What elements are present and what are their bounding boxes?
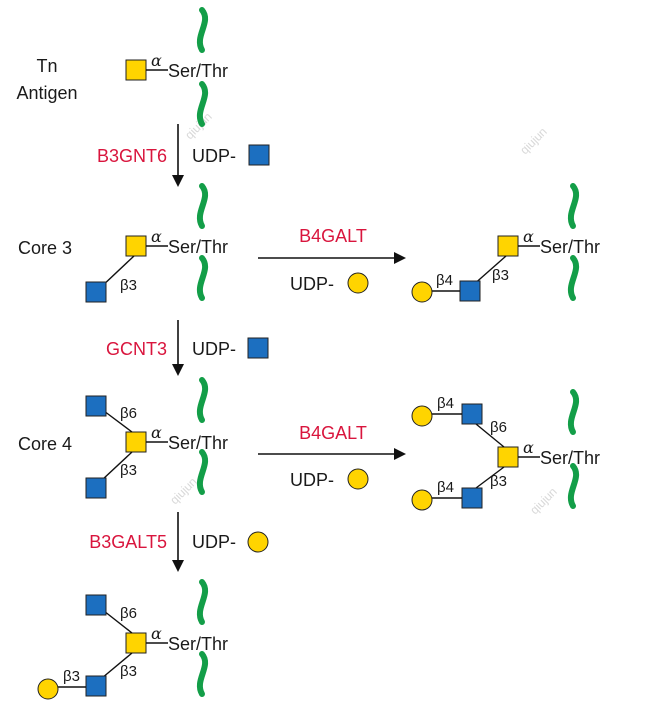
watermark: qiujun xyxy=(517,125,550,158)
bond-line xyxy=(101,451,133,481)
galactose-circle-icon xyxy=(411,489,433,511)
galactose-circle-icon xyxy=(347,468,369,490)
ser-thr-label: Ser/Thr xyxy=(540,448,600,468)
beta6-linkage-label: β6 xyxy=(120,605,137,622)
beta3-linkage-label: β3 xyxy=(120,462,137,479)
bond-line xyxy=(475,466,505,489)
beta3-linkage-label: β3 xyxy=(63,668,80,685)
enzyme-label-gcnt3: GCNT3 xyxy=(106,339,167,359)
ser-thr-label: Ser/Thr xyxy=(168,61,228,81)
udp-donor-label: UDP- xyxy=(290,274,334,294)
tn-antigen-label-line1: Tn xyxy=(36,56,57,76)
glcnac-square-icon xyxy=(85,675,107,697)
beta6-linkage-label: β6 xyxy=(120,405,137,422)
galactose-circle-icon xyxy=(247,531,269,553)
beta3-linkage-label: β3 xyxy=(120,277,137,294)
udp-donor-label: UDP- xyxy=(192,532,236,552)
peptide-chain-upper-icon xyxy=(568,389,580,435)
alpha-linkage-label: α xyxy=(523,227,534,246)
peptide-chain-upper-icon xyxy=(197,579,209,625)
tn-antigen-label-line2: Antigen xyxy=(16,83,77,103)
watermark: qiujun xyxy=(527,485,560,518)
peptide-chain-lower-icon xyxy=(197,449,209,495)
alpha-linkage-label: α xyxy=(151,423,162,442)
ser-thr-label: Ser/Thr xyxy=(168,237,228,257)
ser-thr-label: Ser/Thr xyxy=(540,237,600,257)
galactose-circle-icon xyxy=(411,281,433,303)
glcnac-square-icon xyxy=(248,144,270,166)
ser-thr-label: Ser/Thr xyxy=(168,634,228,654)
glcnac-square-icon xyxy=(85,477,107,499)
bond-line xyxy=(101,652,133,679)
core3-label: Core 3 xyxy=(18,238,72,258)
peptide-chain-lower-icon xyxy=(568,255,580,301)
glcnac-square-icon xyxy=(461,487,483,509)
ser-thr-label: Ser/Thr xyxy=(168,433,228,453)
udp-donor-label: UDP- xyxy=(192,339,236,359)
galactose-circle-icon xyxy=(37,678,59,700)
glcnac-square-icon xyxy=(85,395,107,417)
peptide-chain-upper-icon xyxy=(197,183,209,229)
glcnac-square-icon xyxy=(461,403,483,425)
alpha-linkage-label: α xyxy=(151,227,162,246)
peptide-chain-upper-icon xyxy=(197,7,209,53)
enzyme-label-b3galt5: B3GALT5 xyxy=(89,532,167,552)
peptide-chain-upper-icon xyxy=(197,377,209,423)
bond-line xyxy=(103,410,133,433)
enzyme-label-b4galt: B4GALT xyxy=(299,226,367,246)
glcnac-square-icon xyxy=(247,337,269,359)
galnac-square-icon xyxy=(125,431,147,453)
udp-donor-label: UDP- xyxy=(192,146,236,166)
galactose-circle-icon xyxy=(347,272,369,294)
beta4-linkage-label: β4 xyxy=(436,272,453,289)
glcnac-square-icon xyxy=(459,280,481,302)
peptide-chain-upper-icon xyxy=(568,183,580,229)
galnac-square-icon xyxy=(497,446,519,468)
beta3-linkage-label: β3 xyxy=(490,473,507,490)
beta4-linkage-label: β4 xyxy=(437,395,454,412)
enzyme-label-b4galt: B4GALT xyxy=(299,423,367,443)
galactose-circle-icon xyxy=(411,405,433,427)
bond-line xyxy=(103,610,133,634)
galnac-square-icon xyxy=(125,59,147,81)
peptide-chain-lower-icon xyxy=(197,81,209,127)
alpha-linkage-label: α xyxy=(151,51,162,70)
beta3-linkage-label: β3 xyxy=(120,663,137,680)
galnac-square-icon xyxy=(497,235,519,257)
peptide-chain-lower-icon xyxy=(197,255,209,301)
bond-line xyxy=(475,423,505,448)
peptide-chain-lower-icon xyxy=(568,463,580,509)
alpha-linkage-label: α xyxy=(523,438,534,457)
core4-label: Core 4 xyxy=(18,434,72,454)
alpha-linkage-label: α xyxy=(151,624,162,643)
watermark: qiujun xyxy=(167,475,200,508)
beta4-linkage-label: β4 xyxy=(437,479,454,496)
glcnac-square-icon xyxy=(85,281,107,303)
enzyme-label-b3gnt6: B3GNT6 xyxy=(97,146,167,166)
beta6-linkage-label: β6 xyxy=(490,419,507,436)
glcnac-square-icon xyxy=(85,594,107,616)
peptide-chain-lower-icon xyxy=(197,651,209,697)
beta3-linkage-label: β3 xyxy=(492,267,509,284)
galnac-square-icon xyxy=(125,235,147,257)
udp-donor-label: UDP- xyxy=(290,470,334,490)
galnac-square-icon xyxy=(125,632,147,654)
